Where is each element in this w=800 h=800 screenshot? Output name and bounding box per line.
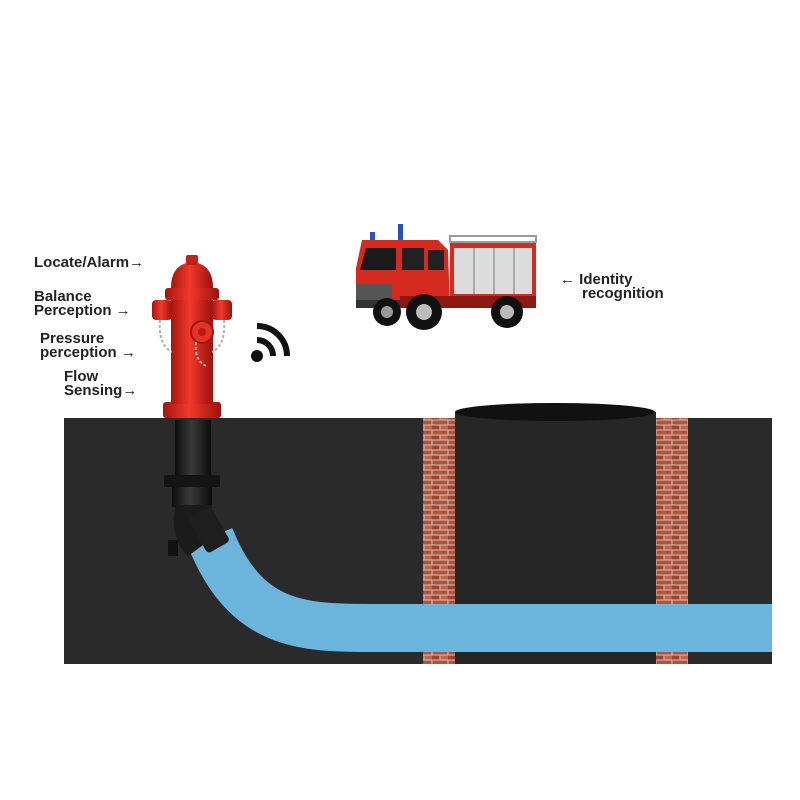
label-balance-line2: Perception →: [34, 302, 131, 319]
water-pipe: [187, 527, 772, 652]
label-flow-line1: Flow: [64, 368, 99, 385]
manhole-cover: [455, 403, 655, 421]
label-pressure-line1: Pressure: [40, 330, 105, 347]
label-identity-recognition: ← Identity recognition: [560, 271, 664, 302]
hydrant-pipe-fitting: [164, 420, 229, 556]
label-locate-alarm: Locate/Alarm→: [34, 254, 145, 271]
label-identity-line2: recognition: [582, 285, 664, 302]
label-flow-sensing: Flow Sensing→: [64, 368, 138, 399]
label-balance-line1: Balance: [34, 288, 92, 305]
label-pressure-perception: Pressure perception →: [40, 330, 136, 361]
label-locate-alarm-text: Locate/Alarm→: [34, 254, 145, 271]
label-pressure-line2: perception →: [40, 344, 136, 361]
label-identity-line1: ← Identity: [560, 271, 633, 288]
label-balance-perception: Balance Perception →: [34, 288, 131, 319]
label-flow-line2: Sensing→: [64, 382, 138, 399]
fire-hydrant-icon: [152, 255, 232, 418]
fire-truck-icon: [356, 224, 537, 330]
wireless-signal-icon: [251, 323, 290, 362]
